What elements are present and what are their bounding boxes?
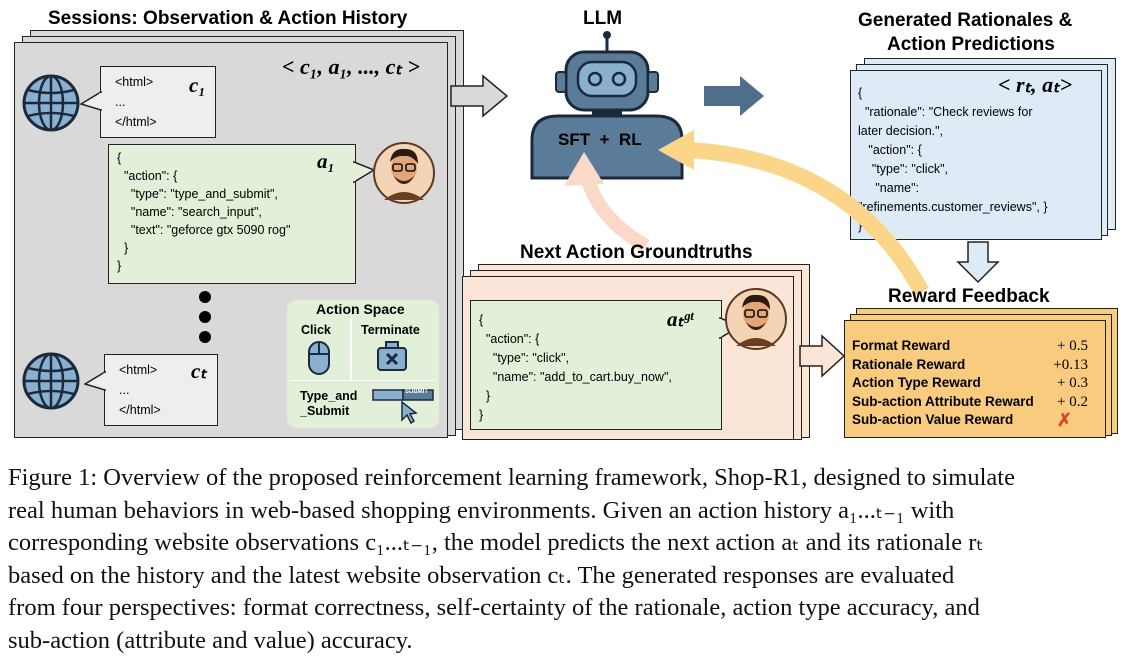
submit-text: SUBMIT <box>405 389 428 395</box>
terminate-icon <box>377 341 407 371</box>
ellipsis-dot <box>199 331 211 343</box>
arrow-right <box>799 334 846 378</box>
reward-value: + 0.3 <box>1057 375 1088 391</box>
gen-line: "refinements.customer_reviews", } <box>858 200 1048 214</box>
a1-line: "type": "type_and_submit", <box>117 187 278 201</box>
arrow-right <box>704 76 764 116</box>
caption-line: Figure 1: Overview of the proposed reinf… <box>8 464 1015 491</box>
caption-line: corresponding website observations c₁...… <box>8 529 984 556</box>
type-submit-label: Type_and _Submit <box>300 389 358 418</box>
reward-list: Format Reward + 0.5 Rationale Reward +0.… <box>852 337 1088 430</box>
reward-value: + 0.2 <box>1057 393 1088 410</box>
globe-icon <box>22 74 80 132</box>
a1-line: } <box>117 241 129 255</box>
caption-line: based on the history and the latest webs… <box>8 561 955 589</box>
a1-line: "text": "geforce gtx 5090 rog" <box>117 223 291 237</box>
reward-row: Rationale Reward +0.13 <box>852 356 1088 375</box>
a1-line: { <box>117 151 122 165</box>
generated-title-line1: Generated Rationales & <box>858 10 1073 31</box>
obsT-line: ... <box>119 383 130 397</box>
figure-caption: Figure 1: Overview of the proposed reinf… <box>8 462 1118 657</box>
gen-line: { <box>858 86 863 100</box>
reward-feedback-arrow <box>658 130 930 296</box>
generated-title-line2: Action Predictions <box>887 34 1055 55</box>
gen-line: "name": <box>858 181 919 195</box>
gen-line: "rationale": "Check reviews for <box>858 105 1033 119</box>
gt-line: "name": "add_to_cart.buy_now", <box>479 370 672 384</box>
a1-line: } <box>117 259 122 273</box>
gt-line: } <box>479 408 484 422</box>
gt-label: aₜᵍᵗ <box>667 307 694 331</box>
groundtruth-title: Next Action Groundtruths <box>520 242 753 263</box>
gt-line: } <box>479 389 491 403</box>
caption-line: from four perspectives: format correctne… <box>8 594 980 621</box>
cross-icon: ✗ <box>1056 410 1072 430</box>
reward-title: Reward Feedback <box>888 286 1050 307</box>
caption-line: real human behaviors in web-based shoppi… <box>8 496 955 524</box>
llm-body-label: SFT + RL <box>558 130 642 149</box>
action-bubble-a1: { "action": { "type": "type_and_submit",… <box>108 144 356 284</box>
robot-icon <box>530 31 684 180</box>
gen-line: "type": "click", <box>858 162 948 176</box>
gen-line: } <box>858 219 863 233</box>
a1-line: "action": { <box>117 169 178 183</box>
obsT-line: </html> <box>119 403 161 417</box>
sessions-title: Sessions: Observation & Action History <box>48 8 408 29</box>
groundtruth-bubble: { "action": { "type": "click", "name": "… <box>470 300 722 430</box>
obs1-line: ... <box>115 95 126 109</box>
reward-value: +0.13 <box>1053 356 1088 373</box>
gen-line: "action": { <box>858 143 922 157</box>
user-avatar-icon <box>725 288 787 350</box>
gt-line: "type": "click", <box>479 351 569 365</box>
obs1-line: </html> <box>115 115 157 129</box>
submit-button-icon <box>372 389 434 424</box>
observation-bubble-ct: <html> ... </html> cₜ <box>104 354 218 426</box>
ellipsis-dot <box>199 311 211 323</box>
llm-title: LLM <box>583 8 623 29</box>
bubble-tail <box>80 90 102 112</box>
a1-line: "name": "search_input", <box>117 205 262 219</box>
reward-name: Sub-action Value Reward <box>852 412 1014 427</box>
action-space-title: Action Space <box>316 301 405 317</box>
globe-icon <box>22 352 80 410</box>
reward-row: Action Type Reward + 0.3 <box>852 374 1088 393</box>
mouse-icon <box>308 341 330 375</box>
obsT-label: cₜ <box>191 359 207 383</box>
observation-bubble-c1: <html> ... </html> c₁ <box>100 66 216 138</box>
sessions-tuple: < c₁, a₁, ..., cₜ > <box>282 54 420 79</box>
bubble-tail <box>352 160 376 184</box>
reward-row: Format Reward + 0.5 <box>852 337 1088 356</box>
ellipsis-dot <box>199 291 211 303</box>
gen-line: later decision.", <box>858 124 944 138</box>
reward-name: Rationale Reward <box>852 356 966 372</box>
reward-name: Format Reward <box>852 338 951 353</box>
click-label: Click <box>301 323 331 337</box>
caption-line: sub-action (attribute and value) accurac… <box>8 626 413 654</box>
arrow-right <box>450 74 509 118</box>
reward-row: Sub-action Attribute Reward + 0.2 <box>852 393 1088 412</box>
terminate-label: Terminate <box>361 323 420 337</box>
gt-line: { <box>479 313 484 327</box>
gt-line: "action": { <box>479 332 540 346</box>
reward-row: Sub-action Value Reward ✗ <box>852 411 1088 430</box>
reward-name: Action Type Reward <box>852 375 981 390</box>
obs1-line: <html> <box>115 75 154 89</box>
arrow-down <box>956 241 1000 284</box>
generated-label: < rₜ, aₜ> <box>998 72 1073 97</box>
groundtruth-arrow <box>564 152 650 250</box>
reward-value: + 0.5 <box>1057 338 1088 354</box>
reward-name: Sub-action Attribute Reward <box>852 393 1034 409</box>
bubble-tail <box>84 370 106 392</box>
user-avatar-icon <box>373 142 435 204</box>
obs1-label: c₁ <box>189 73 206 97</box>
obsT-line: <html> <box>119 363 158 377</box>
a1-label: a₁ <box>317 149 335 173</box>
